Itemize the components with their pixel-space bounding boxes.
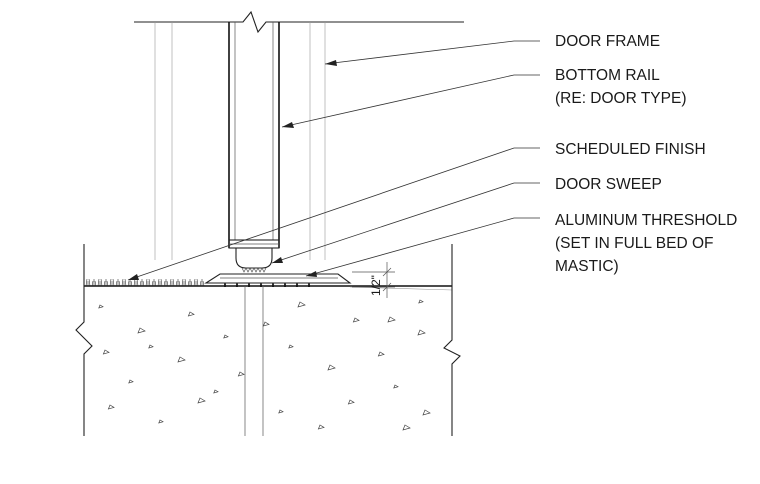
label-door-sweep: DOOR SWEEP [555,176,662,193]
label-threshold-note-1: (SET IN FULL BED OF [555,235,713,252]
label-scheduled-finish: SCHEDULED FINISH [555,141,706,158]
top-break-line [134,10,464,34]
scheduled-finish [85,278,205,287]
dimension-text: 1/2" [369,275,383,296]
label-aluminum-threshold: ALUMINUM THRESHOLD [555,212,737,229]
label-bottom-rail-note: (RE: DOOR TYPE) [555,90,686,107]
aluminum-threshold [204,273,352,287]
label-threshold-note-2: MASTIC) [555,258,619,275]
label-door-frame: DOOR FRAME [555,33,660,50]
concrete-slab [75,244,461,436]
door-sweep [235,248,273,273]
bottom-rail [228,22,280,249]
door-frame-lines [154,22,326,260]
slab-top [84,285,453,291]
dimension-half-inch: 1/2" [352,262,395,298]
label-bottom-rail: BOTTOM RAIL [555,67,660,84]
leader-lines [127,40,540,281]
